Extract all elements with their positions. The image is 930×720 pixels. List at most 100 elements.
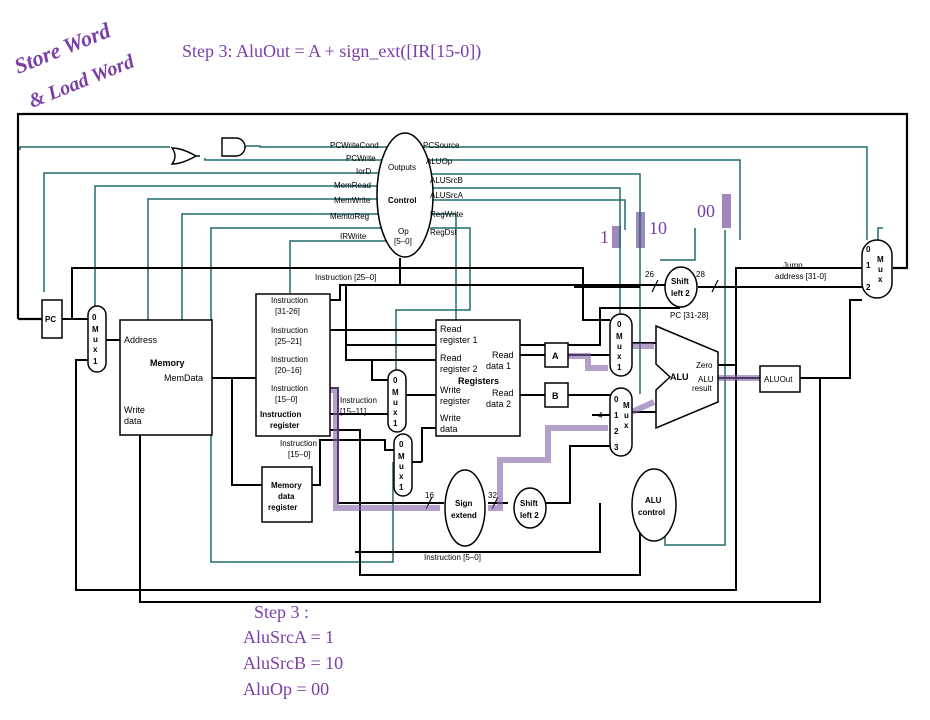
svg-text:data: data <box>124 416 142 426</box>
svg-text:16: 16 <box>425 491 434 500</box>
and-gate <box>221 137 246 157</box>
svg-text:Sign: Sign <box>455 499 472 508</box>
memory-data-register <box>261 466 313 523</box>
svg-text:1: 1 <box>614 411 619 420</box>
sig-pcsource: PCSource <box>423 141 460 150</box>
alusrcb-mux <box>609 387 633 457</box>
or-gate <box>170 147 198 165</box>
alusrca-value: 1 <box>600 227 609 247</box>
svg-text:register: register <box>268 503 297 512</box>
svg-text:register: register <box>440 396 470 406</box>
memory-block <box>119 319 213 436</box>
iord-mux <box>87 305 107 373</box>
svg-text:u: u <box>624 411 629 420</box>
svg-text:2: 2 <box>866 283 871 292</box>
svg-text:2: 2 <box>614 427 619 436</box>
svg-text:register: register <box>270 421 299 430</box>
svg-text:Shift: Shift <box>520 499 538 508</box>
sig-memwrite: MemWrite <box>334 196 371 205</box>
sig-irwrite: IRWrite <box>340 232 367 241</box>
svg-text:[15–11]: [15–11] <box>340 407 366 416</box>
mem-address-label: Address <box>124 335 158 345</box>
svg-text:u: u <box>393 398 398 407</box>
registers-title: Registers <box>458 376 499 386</box>
summary-heading: Step 3 : <box>254 602 309 622</box>
svg-text:1: 1 <box>393 419 398 428</box>
mem-data-label: MemData <box>164 373 203 383</box>
sig-pcwrite: PCWrite <box>346 154 376 163</box>
svg-text:x: x <box>393 408 398 417</box>
svg-text:4: 4 <box>598 411 603 420</box>
svg-text:x: x <box>617 352 622 361</box>
svg-text:Write: Write <box>124 405 145 415</box>
svg-text:[25–21]: [25–21] <box>275 337 302 346</box>
svg-text:0: 0 <box>614 395 619 404</box>
svg-text:0: 0 <box>866 245 871 254</box>
svg-text:1: 1 <box>399 483 404 492</box>
svg-text:x: x <box>399 472 404 481</box>
sig-aluop: ALUOp <box>426 157 453 166</box>
svg-text:Jump: Jump <box>783 261 803 270</box>
svg-text:28: 28 <box>696 270 705 279</box>
svg-text:register 2: register 2 <box>440 364 478 374</box>
svg-text:extend: extend <box>451 511 477 520</box>
svg-text:0: 0 <box>617 320 622 329</box>
svg-text:result: result <box>692 384 712 393</box>
svg-text:Instruction: Instruction <box>271 384 308 393</box>
summary-alusrcb: AluSrcB = 10 <box>243 653 343 673</box>
svg-text:Instruction: Instruction <box>271 296 308 305</box>
sig-alusrcb: ALUSrcB <box>430 176 463 185</box>
svg-text:1: 1 <box>93 357 98 366</box>
wire-instr-25-0: Instruction [25–0] <box>315 273 376 282</box>
svg-text:B: B <box>552 391 559 401</box>
svg-text:u: u <box>617 342 622 351</box>
svg-text:ALU: ALU <box>645 496 662 505</box>
pc-register <box>41 299 63 339</box>
shift-left2-jump <box>664 266 698 308</box>
svg-text:Instruction: Instruction <box>260 410 301 419</box>
svg-text:M: M <box>398 452 405 461</box>
svg-text:Instruction: Instruction <box>271 355 308 364</box>
aluop-highlight <box>722 194 731 228</box>
svg-text:M: M <box>392 388 399 397</box>
svg-text:0: 0 <box>92 313 97 322</box>
svg-text:left 2: left 2 <box>520 511 539 520</box>
alu <box>655 324 719 430</box>
svg-text:address [31-0]: address [31-0] <box>775 272 826 281</box>
svg-text:control: control <box>638 508 665 517</box>
svg-text:Shift: Shift <box>671 277 689 286</box>
sig-alusrca: ALUSrcA <box>430 191 464 200</box>
svg-text:x: x <box>878 275 883 284</box>
svg-text:u: u <box>878 265 883 274</box>
svg-text:Write: Write <box>440 413 461 423</box>
svg-text:M: M <box>616 332 623 341</box>
svg-text:0: 0 <box>393 376 398 385</box>
svg-text:1: 1 <box>617 363 622 372</box>
control-signals-right: PCSource ALUOp ALUSrcB ALUSrcA RegWrite … <box>423 141 464 237</box>
svg-text:Memory: Memory <box>271 481 302 490</box>
sig-regdst: RegDst <box>430 228 457 237</box>
svg-text:[15–0]: [15–0] <box>288 450 310 459</box>
sig-memread: MemRead <box>334 181 371 190</box>
alu-control <box>631 468 677 542</box>
svg-text:u: u <box>93 335 98 344</box>
svg-text:M: M <box>623 401 630 410</box>
sig-memtoreg: MemtoReg <box>330 212 369 221</box>
alusrca-mux <box>609 313 633 377</box>
svg-text:x: x <box>93 345 98 354</box>
svg-text:Write: Write <box>440 385 461 395</box>
svg-text:3: 3 <box>614 443 619 452</box>
memtoreg-mux <box>393 433 413 497</box>
sig-pcwritecond: PCWriteCond <box>330 141 379 150</box>
pc-feedback-wire <box>16 112 909 319</box>
summary-alusrca: AluSrcA = 1 <box>243 627 334 647</box>
svg-text:Instruction [5–0]: Instruction [5–0] <box>424 553 481 562</box>
svg-text:A: A <box>552 351 559 361</box>
svg-text:Read: Read <box>492 388 514 398</box>
svg-text:x: x <box>624 421 629 430</box>
step-title: Step 3: AluOut = A + sign_ext([IR[15-0]) <box>182 41 481 62</box>
svg-text:ALU: ALU <box>670 372 689 382</box>
svg-text:ALUOut: ALUOut <box>764 375 793 384</box>
sig-iord: IorD <box>356 167 371 176</box>
svg-text:[20–16]: [20–16] <box>275 366 302 375</box>
